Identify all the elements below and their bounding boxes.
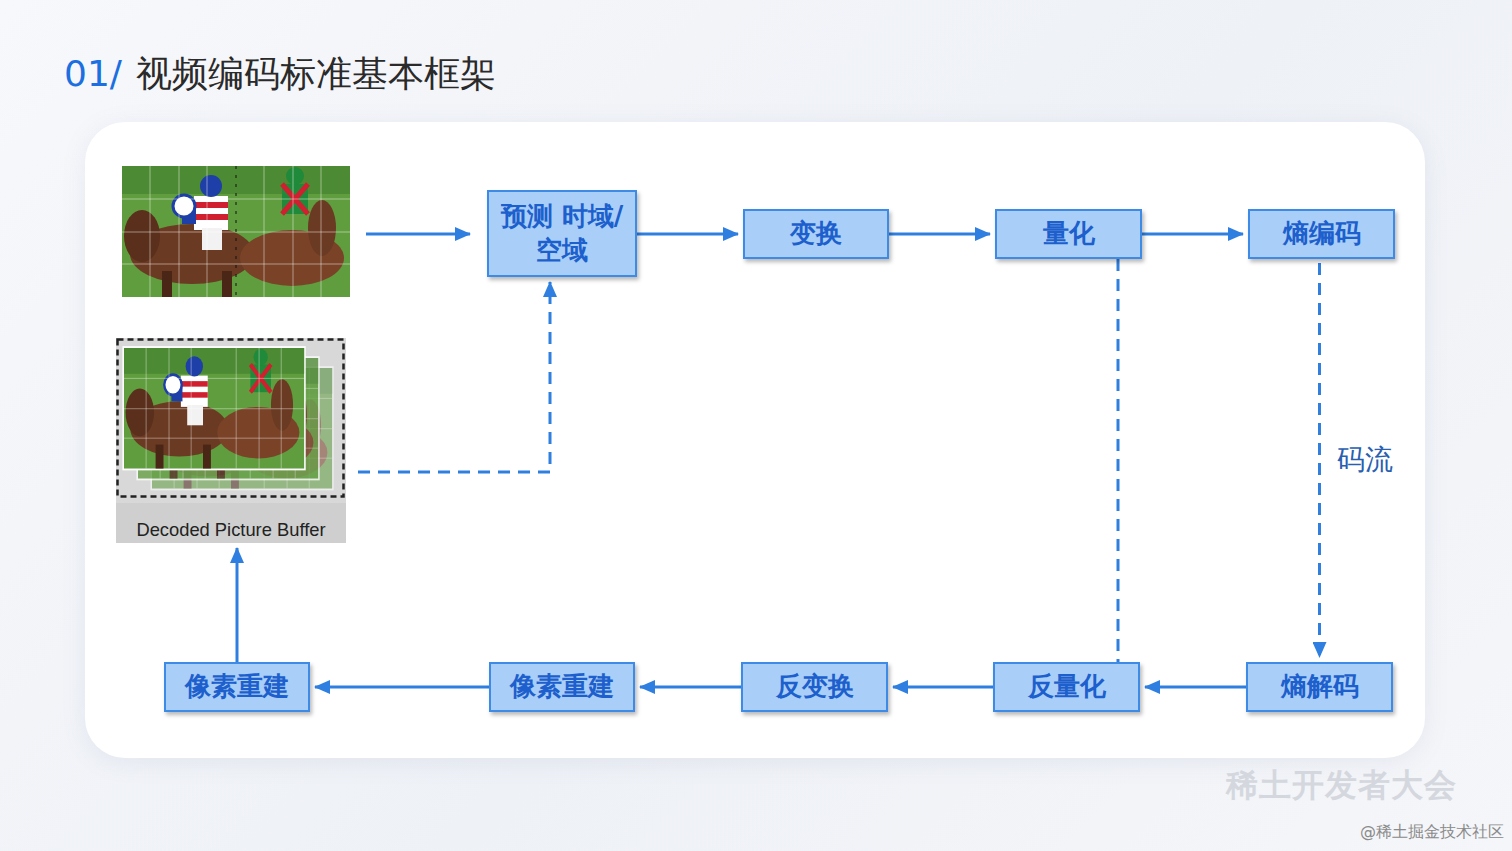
watermark: 稀土开发者大会 bbox=[1226, 764, 1457, 808]
race-picture-use bbox=[122, 166, 350, 297]
flow-arrow bbox=[640, 686, 741, 689]
buffer-frames bbox=[116, 338, 346, 503]
picture-buffer: Decoded Picture Buffer bbox=[116, 338, 346, 543]
process-box: 量化 bbox=[995, 209, 1142, 259]
box-label: 熵编码 bbox=[1283, 217, 1361, 251]
buffer-frame bbox=[122, 346, 305, 470]
flow-arrow bbox=[1142, 233, 1243, 236]
process-box: 熵解码 bbox=[1246, 662, 1393, 712]
input-frame-picture bbox=[122, 166, 350, 297]
box-label: 反变换 bbox=[776, 670, 854, 704]
box-label: 像素重建 bbox=[185, 670, 289, 704]
flow-arrow bbox=[236, 548, 239, 662]
box-label: 变换 bbox=[790, 217, 842, 251]
process-box: 熵编码 bbox=[1248, 209, 1395, 259]
process-box: 变换 bbox=[743, 209, 889, 259]
dashed-connector bbox=[1117, 259, 1120, 662]
process-box: 反变换 bbox=[741, 662, 888, 712]
buffer-label: Decoded Picture Buffer bbox=[116, 519, 346, 541]
dashed-connector bbox=[358, 282, 550, 472]
race-picture-use bbox=[124, 348, 304, 469]
box-label: 预测 时域/空域 bbox=[495, 200, 629, 268]
flow-arrow bbox=[315, 686, 489, 689]
slide-title: 视频编码标准基本框架 bbox=[136, 50, 496, 99]
process-box: 像素重建 bbox=[164, 662, 310, 712]
buffer-dashed-border bbox=[118, 340, 344, 497]
box-label: 像素重建 bbox=[510, 670, 614, 704]
flow-arrow bbox=[1145, 686, 1246, 689]
flow-arrow bbox=[889, 233, 990, 236]
section-number: 01/ bbox=[64, 53, 122, 94]
flow-arrow bbox=[637, 233, 738, 236]
process-box: 反量化 bbox=[993, 662, 1140, 712]
input-arrow bbox=[366, 233, 470, 236]
split-line bbox=[236, 166, 237, 297]
box-label: 量化 bbox=[1043, 217, 1095, 251]
process-box: 像素重建 bbox=[489, 662, 635, 712]
box-label: 反量化 bbox=[1028, 670, 1106, 704]
source-credit: @稀土掘金技术社区 bbox=[1360, 822, 1504, 843]
flow-arrow bbox=[893, 686, 993, 689]
process-box: 预测 时域/空域 bbox=[487, 190, 637, 277]
title-bar: 01/视频编码标准基本框架 bbox=[64, 50, 496, 99]
buffer-ground bbox=[116, 338, 346, 503]
dashed-connector bbox=[1318, 263, 1321, 657]
frame-border bbox=[122, 346, 305, 470]
edge-label: 码流 bbox=[1334, 441, 1396, 479]
box-label: 熵解码 bbox=[1281, 670, 1359, 704]
